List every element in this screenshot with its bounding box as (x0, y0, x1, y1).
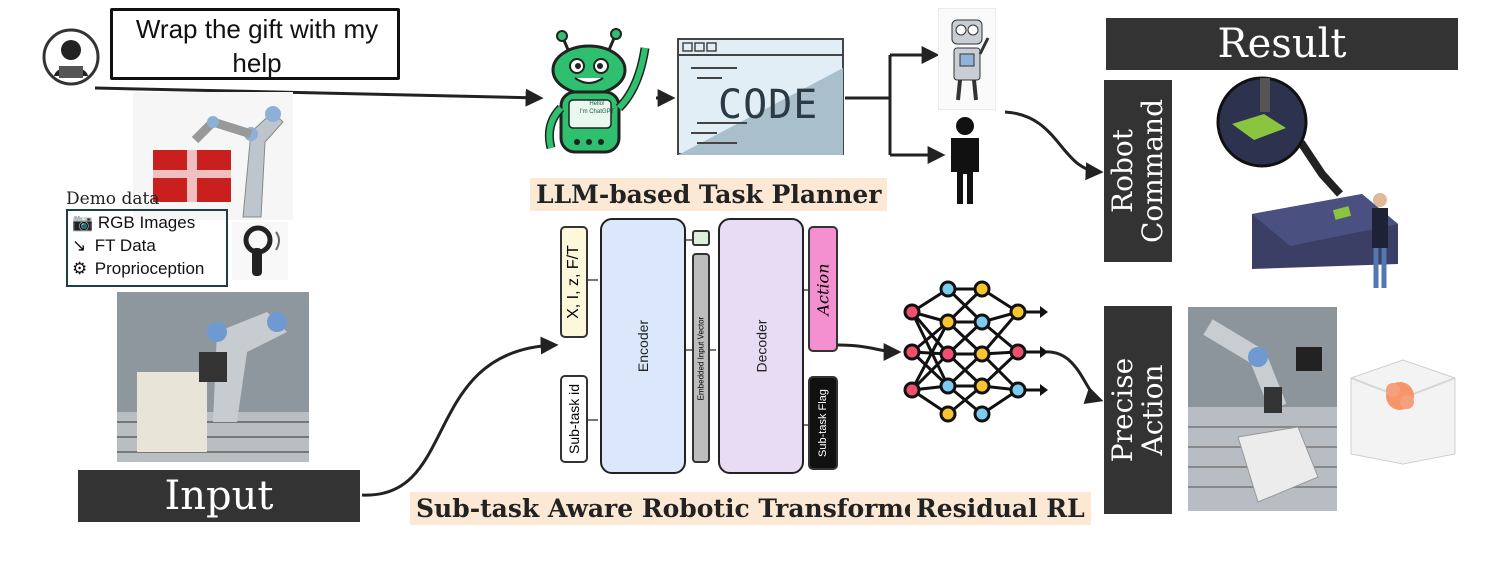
arrow-input-to-transformer (361, 336, 559, 497)
precise-action-line2: Action (1136, 364, 1169, 456)
arrow-to-robot-command (1004, 110, 1104, 181)
residual-rl-caption: Residual RL (910, 492, 1091, 525)
vr-controller-icon (232, 222, 288, 280)
gift-robot-image (133, 92, 293, 220)
robot-arm-icon: ⚙ (72, 259, 88, 278)
code-text: CODE (718, 82, 819, 128)
camera-icon: 📷 (72, 213, 94, 232)
precise-action-line1: Precise (1106, 357, 1139, 463)
demo-item-rgb: 📷 RGB Images (72, 213, 196, 232)
demo-item-proprio: ⚙ Proprioception (72, 259, 205, 278)
result-label: Result (1106, 18, 1458, 70)
llm-planner-caption: LLM-based Task Planner (530, 178, 888, 211)
robot-command-box: Robot Command (1104, 80, 1172, 262)
arrow-encoder-inputs (588, 239, 808, 426)
action-output-tag: Action (808, 226, 838, 352)
encoder-block: Encoder (600, 218, 686, 474)
input-features-tag: X, I, z, F/T (560, 226, 588, 338)
arrow-code-branch (845, 53, 938, 157)
demo-item-ft: ↘ FT Data (72, 236, 156, 255)
neural-network-icon (903, 280, 1048, 423)
chatgpt-robot-icon (544, 28, 650, 154)
input-label: Input (78, 470, 360, 522)
robot-command-line1: Robot (1106, 129, 1140, 213)
human-icon (951, 117, 979, 204)
precise-action-box: Precise Action (1104, 306, 1172, 514)
robot-setup-photo (117, 292, 309, 462)
demo-data-title: Demo data (66, 189, 160, 209)
demo-data-box: 📷 RGB Images ↘ FT Data ⚙ Proprioception (66, 209, 228, 287)
embedding-token (692, 230, 710, 246)
chatgpt-bubble-line1: Hello! (589, 101, 605, 107)
arrow-action-to-nn (837, 342, 902, 361)
speech-bubble (110, 8, 400, 80)
chatgpt-bubble-line2: I'm ChatGPT (579, 109, 615, 115)
wrapped-gift-photo (1350, 359, 1456, 465)
arrow-user-to-planner (94, 86, 544, 107)
robot-command-line2: Command (1136, 98, 1170, 244)
user-avatar-icon (42, 28, 100, 86)
transformer-caption: Sub-task Aware Robotic Transformer (410, 492, 939, 525)
subtask-flag-tag: Sub-task Flag (808, 376, 838, 470)
decoder-block: Decoder (718, 218, 804, 474)
precise-action-photo (1188, 307, 1337, 511)
code-window-icon (677, 38, 844, 155)
force-arrow-icon: ↘ (72, 236, 87, 255)
subtask-id-tag: Sub-task id (560, 375, 588, 463)
cartoon-robot-icon (938, 8, 996, 110)
robot-command-illustration (1216, 76, 1398, 288)
embedded-vector-bar: Embedded Input Vector (692, 253, 710, 463)
speech-text: Wrap the gift with my help (135, 14, 379, 78)
arrow-nn-to-precise (1044, 350, 1104, 404)
